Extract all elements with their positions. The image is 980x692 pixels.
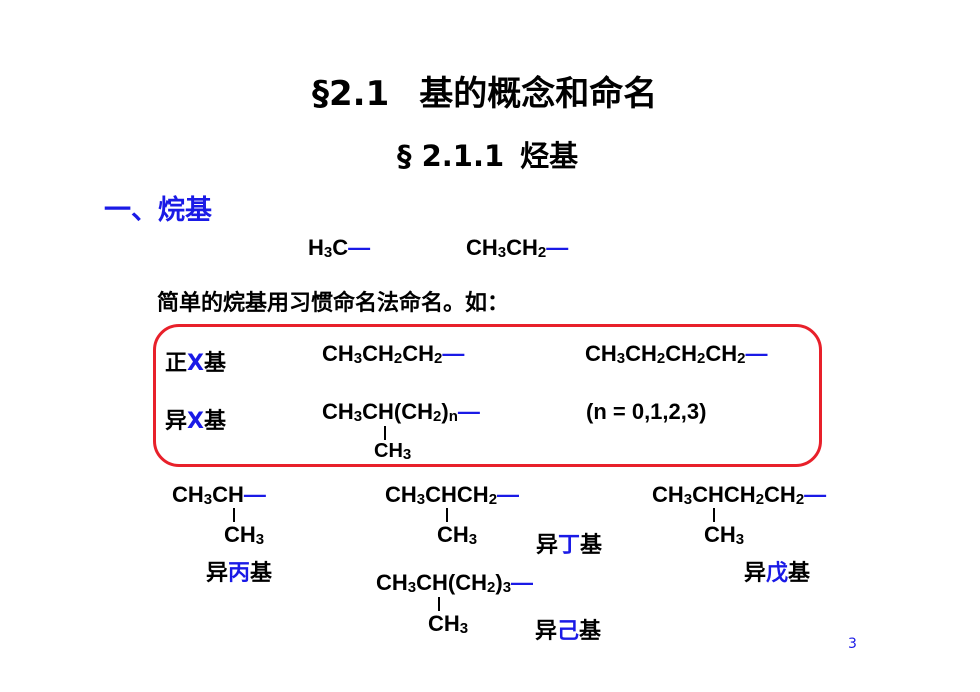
isopentyl-branch: CH3 <box>704 522 745 548</box>
iso-general-branch: CH3 <box>374 440 412 463</box>
normal-label: 正X基 <box>165 351 226 376</box>
isobutyl-branch: CH3 <box>437 522 478 548</box>
title-section: §2.1 <box>312 74 390 114</box>
isohexyl-formula: CH3CH(CH2)3— <box>376 570 533 596</box>
branch-bond <box>233 508 235 522</box>
branch-bond <box>446 508 448 522</box>
section-heading: 一、烷基 <box>104 195 212 226</box>
branch-bond <box>384 426 386 440</box>
bond-line: — <box>348 235 370 260</box>
n-range: (n = 0,1,2,3) <box>586 399 707 424</box>
subtitle-section: § 2.1.1 <box>397 139 505 173</box>
bond-line: — <box>546 235 568 260</box>
highlight-box <box>153 324 822 467</box>
subtitle-text: 烃基 <box>520 139 579 173</box>
methyl-formula: H3C— <box>308 235 370 261</box>
isopropyl-label: 异丙基 <box>206 561 273 586</box>
branch-bond <box>438 597 440 611</box>
slide-title: §2.1 基的概念和命名 <box>312 66 657 115</box>
title-text: 基的概念和命名 <box>419 74 658 114</box>
isopropyl-formula: CH3CH— <box>172 482 266 508</box>
isohexyl-label: 异己基 <box>535 619 602 644</box>
slide-subtitle: § 2.1.1 烃基 <box>397 133 578 175</box>
butyl-formula: CH3CH2CH2CH2— <box>585 341 768 367</box>
intro-text: 简单的烷基用习惯命名法命名。如： <box>157 291 510 316</box>
iso-label: 异X基 <box>165 409 226 434</box>
page-number: 3 <box>848 636 857 652</box>
isohexyl-branch: CH3 <box>428 611 469 637</box>
propyl-formula: CH3CH2CH2— <box>322 341 464 367</box>
isopentyl-formula: CH3CHCH2CH2— <box>652 482 826 508</box>
isobutyl-formula: CH3CHCH2— <box>385 482 519 508</box>
iso-general-formula: CH3CH(CH2)n— <box>322 399 480 425</box>
ethyl-formula: CH3CH2— <box>466 235 568 261</box>
branch-bond <box>713 508 715 522</box>
isobutyl-label: 异丁基 <box>536 533 603 558</box>
isopentyl-label: 异戊基 <box>744 561 811 586</box>
isopropyl-branch: CH3 <box>224 522 265 548</box>
